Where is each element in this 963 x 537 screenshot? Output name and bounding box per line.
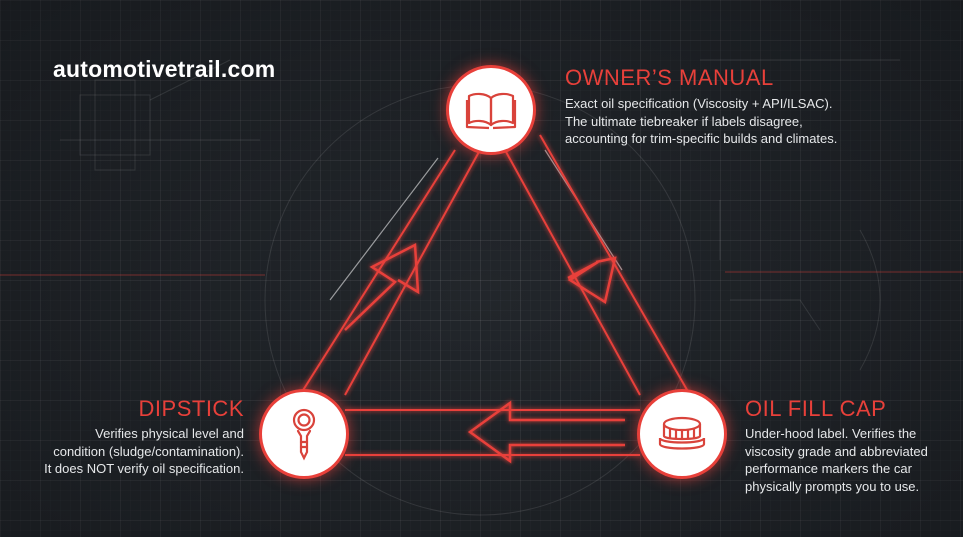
oil-fill-cap-line: performance markers the car: [745, 461, 912, 476]
owners-manual-description: Exact oil specification (Viscosity + API…: [565, 95, 837, 148]
oil-fill-cap-node: [640, 392, 724, 476]
oil-fill-cap-line: Under-hood label. Verifies the: [745, 426, 917, 441]
dipstick-icon: [292, 408, 316, 461]
triangle-paths: [299, 134, 691, 456]
open-book-icon: [465, 92, 517, 130]
owners-manual-node: [449, 68, 533, 152]
dipstick-line: Verifies physical level and: [95, 426, 244, 441]
dipstick-title: DIPSTICK: [138, 396, 244, 421]
oil-fill-cap-line: physically prompts you to use.: [745, 478, 920, 494]
oil-cap-icon: [658, 416, 706, 450]
owners-manual-line: Exact oil specification (Viscosity + API…: [565, 96, 833, 111]
blueprint-decorations: [60, 59, 900, 516]
arrow-down-right: [567, 256, 617, 304]
dipstick-line: condition (sludge/contamination).: [53, 443, 244, 459]
oil-fill-cap-line: viscosity grade and abbreviated: [745, 443, 928, 459]
red-horizon-lines: [0, 271, 963, 276]
owners-manual-line: accounting for trim-specific builds and …: [565, 131, 838, 146]
arrows: [344, 243, 625, 464]
dipstick-line: It does NOT verify oil specification.: [44, 461, 244, 476]
arrow-left-bottom: [467, 400, 625, 464]
owners-manual-line: The ultimate tiebreaker if labels disagr…: [565, 113, 803, 129]
arrow-up-left: [344, 243, 420, 331]
dipstick-node: [262, 392, 346, 476]
oil-fill-cap-description: Under-hood label. Verifies the viscosity…: [745, 425, 928, 495]
oil-fill-cap-title: OIL FILL CAP: [745, 396, 887, 421]
owners-manual-title: OWNER’S MANUAL: [565, 65, 774, 90]
dipstick-description: Verifies physical level and condition (s…: [44, 425, 244, 478]
brand-logo-text: automotivetrail.com: [53, 56, 276, 82]
